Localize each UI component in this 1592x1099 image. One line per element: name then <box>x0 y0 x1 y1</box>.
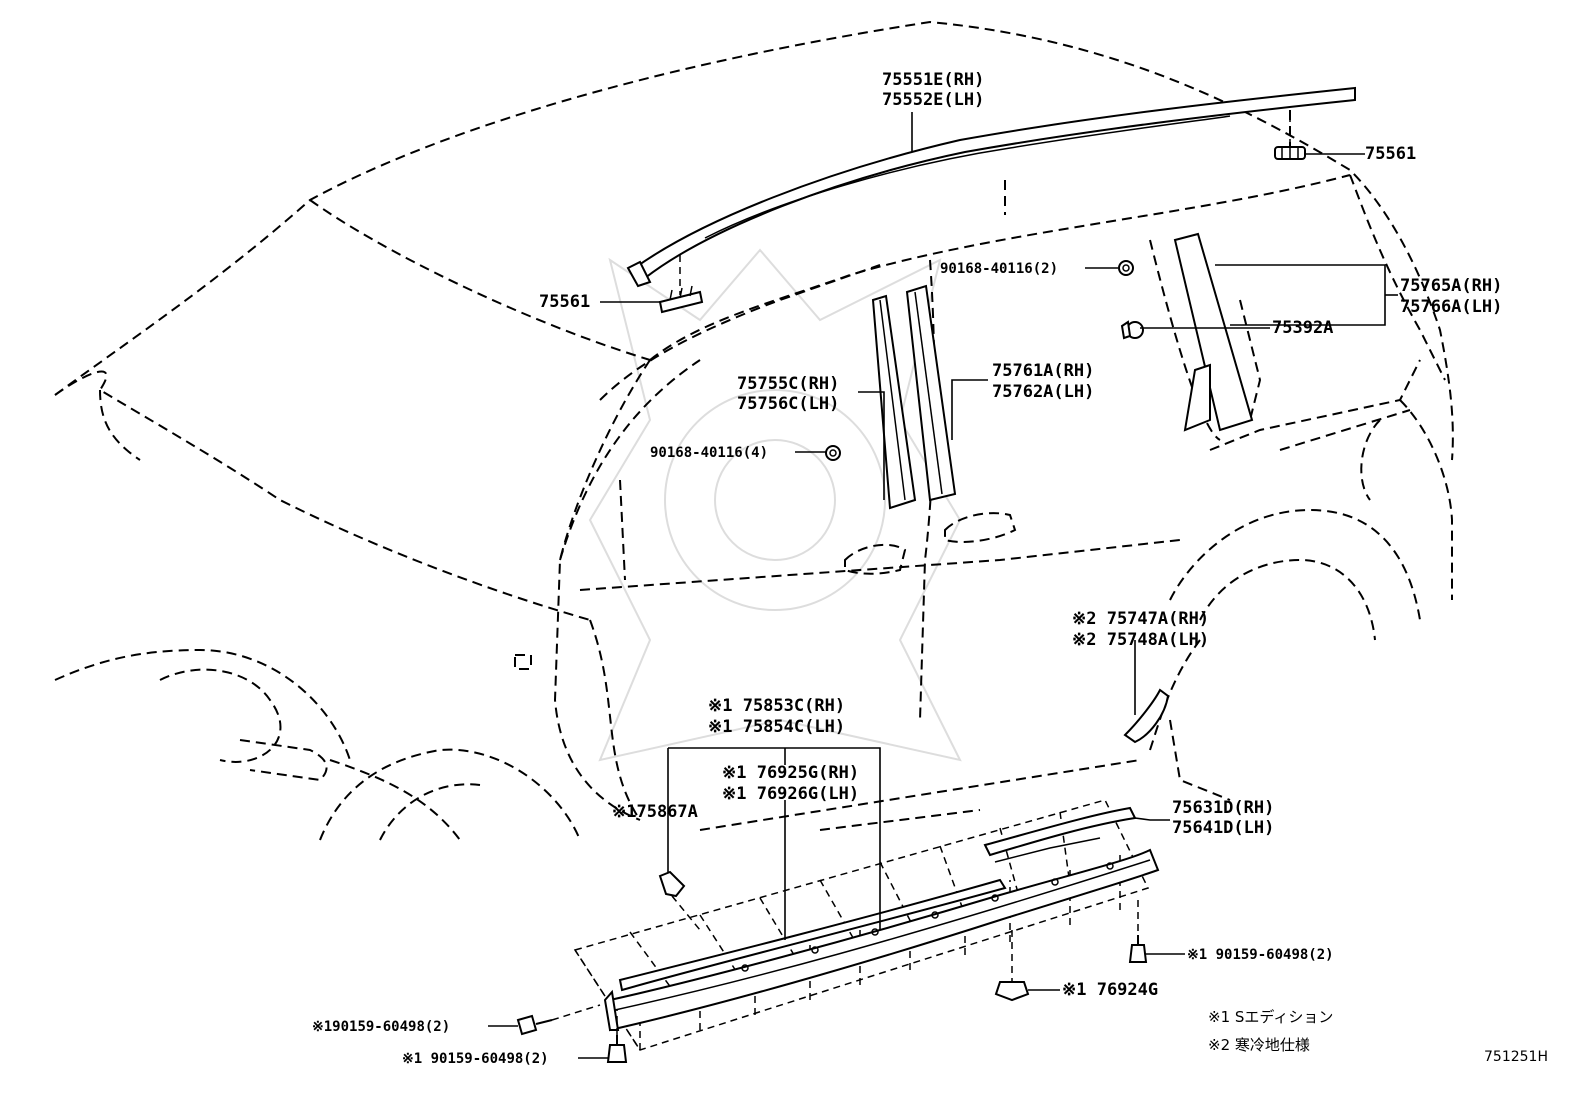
label-rocker-mold-lh: ※1 76926G(LH) <box>722 784 860 804</box>
vehicle-outline <box>54 20 1454 841</box>
label-screw-upper: 90168-40116(2) <box>940 261 1059 277</box>
label-bolt-bottom: ※1 90159-60498(2) <box>402 1051 549 1067</box>
diagram-code: 751251H <box>1484 1049 1548 1065</box>
rear-pillar-garnish <box>1173 232 1254 432</box>
clip-75392a <box>1120 320 1144 340</box>
screw-lower-90168 <box>825 445 841 461</box>
label-rocker-mold-rh: ※1 76925G(RH) <box>722 763 860 783</box>
label-rocker-side-lh: 75641D(LH) <box>1172 818 1275 838</box>
label-clip-front: 75561 <box>539 292 591 312</box>
bolt-bottom-90159 <box>606 1035 628 1063</box>
label-roof-rack-rh: 75551E(RH) <box>882 70 985 90</box>
label-clip-75867a: ※175867A <box>612 802 698 822</box>
screw-upper-90168 <box>1118 260 1134 276</box>
label-rocker-cover-rh: ※1 75853C(RH) <box>708 696 846 716</box>
mudguard <box>1123 688 1170 744</box>
label-rear-pillar-lh: 75766A(LH) <box>1400 297 1503 317</box>
center-pillar-garnish-rear <box>905 284 957 502</box>
label-clip-rear: 75561 <box>1365 144 1417 164</box>
label-screw-lower: 90168-40116(4) <box>650 445 769 461</box>
label-mudguard-rh: ※2 75747A(RH) <box>1072 609 1210 629</box>
nut-76924g <box>994 981 1030 1002</box>
label-bolt-right: ※1 90159-60498(2) <box>1187 947 1334 963</box>
label-center-pillar-rear-lh: 75762A(LH) <box>992 382 1095 402</box>
label-nut-76924g: ※1 76924G <box>1062 980 1159 1000</box>
bolt-left-90159 <box>516 1014 553 1036</box>
label-rear-pillar-rh: 75765A(RH) <box>1400 276 1503 296</box>
label-mudguard-lh: ※2 75748A(LH) <box>1072 630 1210 650</box>
label-rocker-side-rh: 75631D(RH) <box>1172 798 1275 818</box>
rocker-moulding-assembly <box>573 799 1160 1051</box>
note-cold-area: ※2 寒冷地仕様 <box>1208 1036 1310 1054</box>
bolt-right-90159 <box>1128 935 1148 963</box>
label-clip-75392a: 75392A <box>1272 318 1334 338</box>
label-center-pillar-front-rh: 75755C(RH) <box>737 374 840 394</box>
label-center-pillar-rear-rh: 75761A(RH) <box>992 361 1095 381</box>
leader-lines <box>488 112 1398 1059</box>
label-bolt-left: ※190159-60498(2) <box>312 1019 451 1035</box>
label-rocker-cover-lh: ※1 75854C(LH) <box>708 717 846 737</box>
clip-75867a <box>658 870 686 898</box>
note-s-edition: ※1 Sエディション <box>1208 1008 1334 1026</box>
label-center-pillar-front-lh: 75756C(LH) <box>737 394 840 414</box>
label-roof-rack-lh: 75552E(LH) <box>882 90 985 110</box>
roof-rack-rail <box>626 86 1356 288</box>
watermark <box>588 248 962 762</box>
clip-75561-rear <box>1274 146 1306 160</box>
clip-75561-front <box>658 285 704 314</box>
center-pillar-garnish-front <box>871 294 917 510</box>
